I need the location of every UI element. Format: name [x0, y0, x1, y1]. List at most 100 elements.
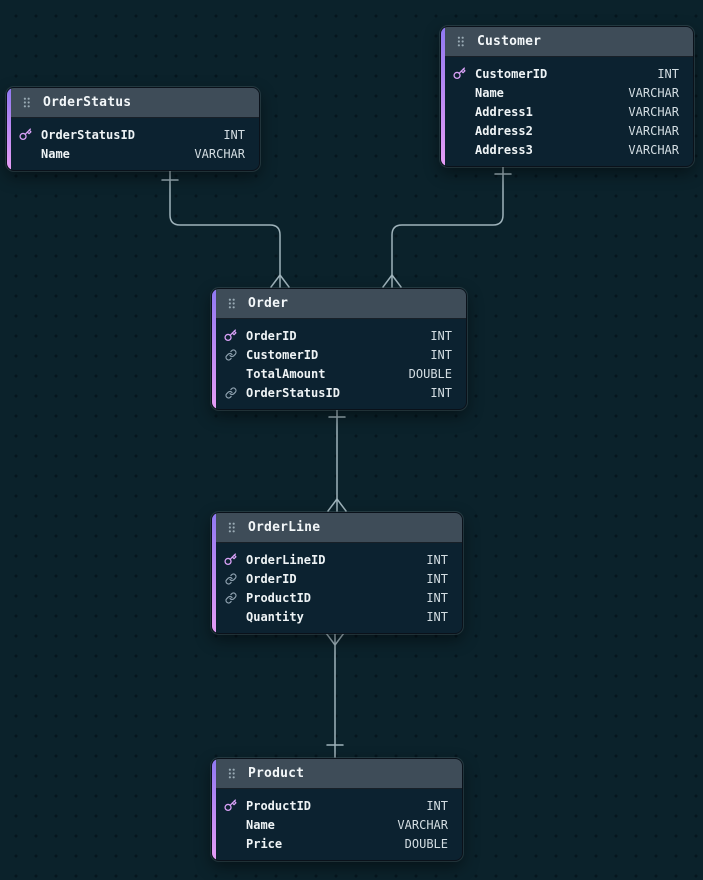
- table-header[interactable]: Order: [212, 289, 466, 319]
- field-type: INT: [426, 590, 448, 605]
- cardinality-many-marker: [325, 632, 345, 646]
- table-customer[interactable]: Customer CustomerID INT Name VARCHAR Add…: [440, 26, 694, 167]
- field-type: INT: [426, 552, 448, 567]
- field-type: INT: [430, 328, 452, 343]
- key-icon: [223, 799, 238, 813]
- field-type: DOUBLE: [404, 836, 448, 851]
- table-title: OrderLine: [248, 520, 321, 535]
- relationship-customer-order[interactable]: [382, 164, 512, 288]
- field-type: VARCHAR: [628, 85, 679, 100]
- key-icon: [223, 553, 238, 567]
- field-row[interactable]: Name VARCHAR: [441, 83, 693, 102]
- field-type: INT: [426, 798, 448, 813]
- field-name: TotalAmount: [246, 366, 326, 381]
- table-accent-bar: [441, 27, 445, 166]
- field-type: VARCHAR: [397, 817, 448, 832]
- table-title: Order: [248, 296, 289, 311]
- field-icon-spacer: [452, 105, 467, 119]
- field-row[interactable]: Price DOUBLE: [212, 834, 462, 853]
- field-icon-spacer: [223, 837, 238, 851]
- field-type: DOUBLE: [408, 366, 452, 381]
- table-header[interactable]: OrderLine: [212, 513, 462, 543]
- field-row[interactable]: OrderLineID INT: [212, 550, 462, 569]
- field-type: INT: [426, 609, 448, 624]
- field-row[interactable]: OrderStatusID INT: [7, 125, 259, 144]
- key-icon: [223, 329, 238, 343]
- table-title: OrderStatus: [43, 95, 132, 110]
- field-name: OrderID: [246, 571, 297, 586]
- field-type: INT: [430, 347, 452, 362]
- relationship-orderline-product[interactable]: [325, 631, 345, 758]
- relationship-orderstatus-order[interactable]: [161, 169, 290, 288]
- field-name: CustomerID: [475, 66, 548, 81]
- table-header[interactable]: Customer: [441, 27, 693, 57]
- field-icon-spacer: [452, 124, 467, 138]
- table-fields: OrderStatusID INT Name VARCHAR: [7, 118, 259, 170]
- table-fields: OrderID INT CustomerID INT TotalAmount D…: [212, 319, 466, 409]
- field-row[interactable]: OrderID INT: [212, 569, 462, 588]
- field-type: VARCHAR: [194, 146, 245, 161]
- field-type: VARCHAR: [628, 104, 679, 119]
- cardinality-many-marker: [382, 274, 402, 288]
- table-fields: OrderLineID INT OrderID INT ProductID IN…: [212, 543, 462, 633]
- field-name: Name: [246, 817, 275, 832]
- field-row[interactable]: Address3 VARCHAR: [441, 140, 693, 159]
- field-icon-spacer: [452, 143, 467, 157]
- table-header[interactable]: OrderStatus: [7, 88, 259, 118]
- table-orderline[interactable]: OrderLine OrderLineID INT OrderID INT Pr…: [211, 512, 463, 634]
- field-row[interactable]: Name VARCHAR: [212, 815, 462, 834]
- field-name: OrderStatusID: [246, 385, 340, 400]
- table-fields: ProductID INT Name VARCHAR Price DOUBLE: [212, 789, 462, 860]
- field-icon-spacer: [18, 147, 33, 161]
- table-accent-bar: [212, 759, 216, 860]
- field-row[interactable]: Address2 VARCHAR: [441, 121, 693, 140]
- field-row[interactable]: ProductID INT: [212, 588, 462, 607]
- field-row[interactable]: Quantity INT: [212, 607, 462, 626]
- field-row[interactable]: CustomerID INT: [441, 64, 693, 83]
- field-name: OrderLineID: [246, 552, 326, 567]
- field-type: INT: [657, 66, 679, 81]
- field-name: CustomerID: [246, 347, 319, 362]
- table-title: Product: [248, 766, 305, 781]
- grip-vertical-icon[interactable]: [225, 767, 238, 780]
- field-row[interactable]: OrderStatusID INT: [212, 383, 466, 402]
- field-type: INT: [430, 385, 452, 400]
- field-row[interactable]: TotalAmount DOUBLE: [212, 364, 466, 383]
- grip-vertical-icon[interactable]: [225, 521, 238, 534]
- grip-vertical-icon[interactable]: [454, 35, 467, 48]
- grip-vertical-icon[interactable]: [225, 297, 238, 310]
- field-name: Address3: [475, 142, 533, 157]
- relationship-order-orderline[interactable]: [327, 409, 347, 512]
- field-icon-spacer: [223, 367, 238, 381]
- field-name: Address1: [475, 104, 533, 119]
- table-accent-bar: [212, 513, 216, 633]
- table-product[interactable]: Product ProductID INT Name VARCHAR Price…: [211, 758, 463, 861]
- field-row[interactable]: Name VARCHAR: [7, 144, 259, 163]
- cardinality-many-marker: [327, 498, 347, 512]
- field-name: Name: [41, 146, 70, 161]
- field-row[interactable]: ProductID INT: [212, 796, 462, 815]
- table-header[interactable]: Product: [212, 759, 462, 789]
- table-accent-bar: [7, 88, 11, 170]
- field-name: Address2: [475, 123, 533, 138]
- field-name: ProductID: [246, 798, 312, 813]
- table-orderstatus[interactable]: OrderStatus OrderStatusID INT Name VARCH…: [6, 87, 260, 171]
- field-row[interactable]: Address1 VARCHAR: [441, 102, 693, 121]
- field-icon-spacer: [223, 818, 238, 832]
- cardinality-many-marker: [270, 274, 290, 288]
- table-title: Customer: [477, 34, 542, 49]
- field-name: Quantity: [246, 609, 304, 624]
- grip-vertical-icon[interactable]: [20, 96, 33, 109]
- field-row[interactable]: CustomerID INT: [212, 345, 466, 364]
- key-icon: [18, 128, 33, 142]
- link-icon: [223, 591, 238, 605]
- table-order[interactable]: Order OrderID INT CustomerID INT TotalAm…: [211, 288, 467, 410]
- field-icon-spacer: [452, 86, 467, 100]
- field-row[interactable]: OrderID INT: [212, 326, 466, 345]
- table-fields: CustomerID INT Name VARCHAR Address1 VAR…: [441, 57, 693, 166]
- field-name: OrderID: [246, 328, 297, 343]
- field-type: VARCHAR: [628, 142, 679, 157]
- link-icon: [223, 386, 238, 400]
